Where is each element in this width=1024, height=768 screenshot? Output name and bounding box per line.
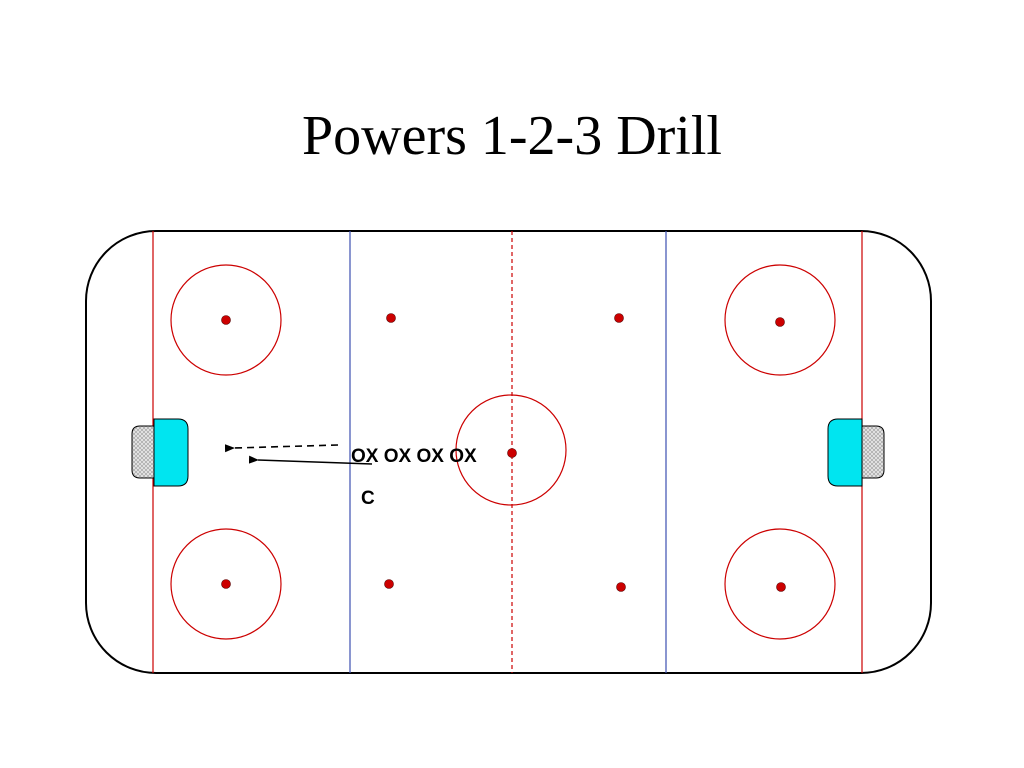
left-goal-crease xyxy=(153,418,189,487)
left-net xyxy=(131,425,155,479)
left-goal xyxy=(131,418,189,487)
right-goal xyxy=(827,418,885,487)
neutral-dot-top-left xyxy=(386,313,396,323)
faceoff-dot-bottom-right xyxy=(776,582,786,592)
faceoff-circle-bottom-left xyxy=(170,528,282,640)
neutral-dot-bottom-right xyxy=(616,582,626,592)
players-label: OX OX OX OX xyxy=(351,446,477,467)
pass-arrow-dashed xyxy=(224,444,339,453)
faceoff-circle-top-left xyxy=(170,264,282,376)
center-ice-circle xyxy=(455,394,567,506)
faceoff-circle-top-right xyxy=(724,264,836,376)
neutral-dot-bottom-left xyxy=(384,579,394,589)
faceoff-dot-bottom-left xyxy=(221,579,231,589)
faceoff-circle-bottom-right xyxy=(724,528,836,640)
center-ice-dot xyxy=(507,448,517,458)
slide-title: Powers 1-2-3 Drill xyxy=(302,105,722,167)
faceoff-dot-top-left xyxy=(221,315,231,325)
right-goal-crease xyxy=(827,418,863,487)
skate-arrow-solid xyxy=(248,455,373,465)
coach-label: C xyxy=(361,488,375,509)
faceoff-dot-top-right xyxy=(775,317,785,327)
right-net xyxy=(861,425,885,479)
neutral-dot-top-right xyxy=(614,313,624,323)
